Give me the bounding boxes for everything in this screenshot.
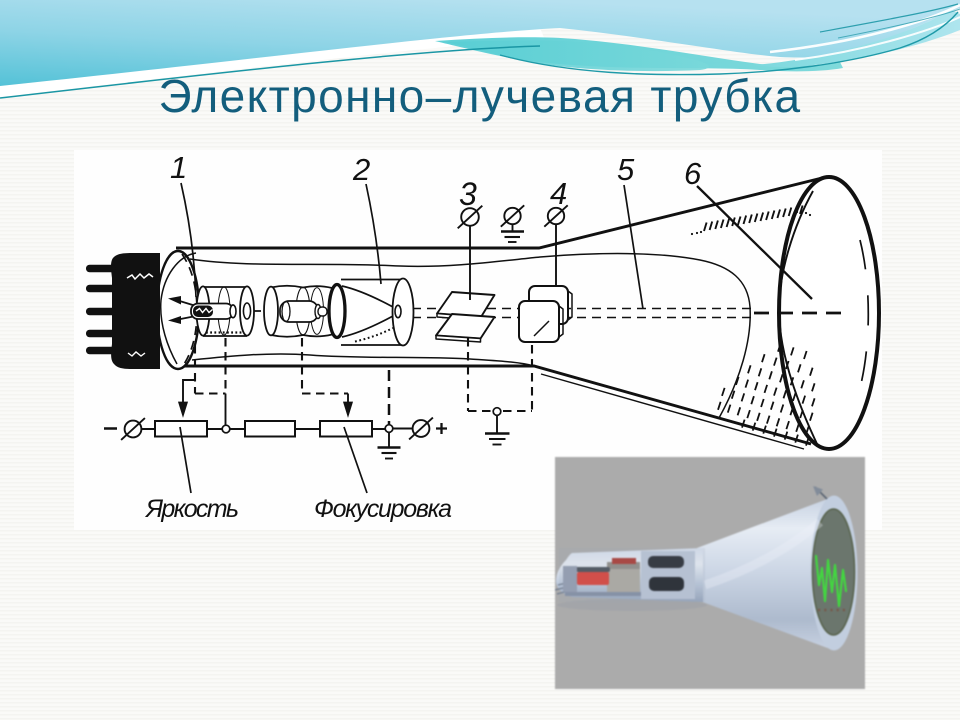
svg-text:5: 5 [617, 152, 635, 187]
svg-text:Фокусировка: Фокусировка [314, 495, 452, 523]
svg-text:2: 2 [352, 152, 370, 187]
svg-text:1: 1 [170, 150, 187, 185]
svg-text:6: 6 [684, 156, 702, 191]
svg-text:Яркость: Яркость [144, 495, 239, 523]
svg-text:4: 4 [550, 176, 567, 211]
svg-text:3: 3 [459, 176, 477, 212]
